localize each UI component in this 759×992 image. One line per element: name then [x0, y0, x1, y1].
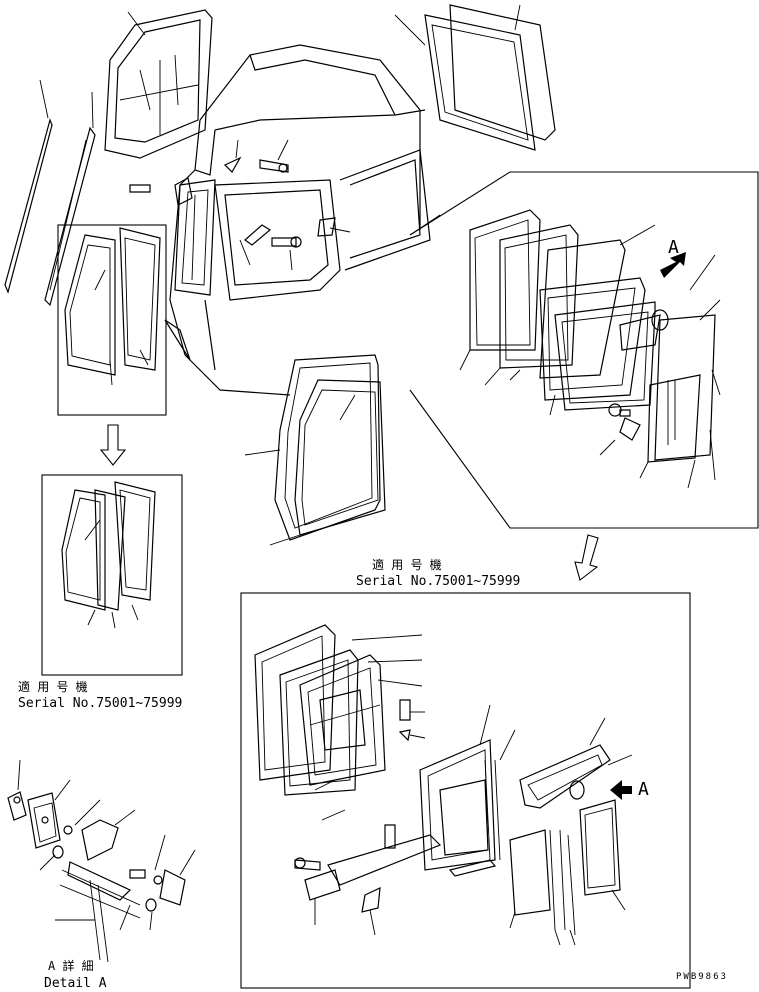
- applicable-serial-jp-left: 適 用 号 機: [18, 679, 88, 694]
- serial-range-right: Serial No.75001~75999: [356, 574, 520, 589]
- arrow-down-left: [99, 424, 127, 466]
- detail-marker-a-bottom: A: [638, 779, 649, 800]
- left-door-window-detail: [57, 224, 167, 416]
- detail-marker-a-top: A: [668, 237, 679, 258]
- left-window-variant-box: [41, 474, 183, 676]
- cab-hardware: [129, 139, 351, 271]
- front-door-assembly: [244, 354, 386, 546]
- serial-range-left: Serial No.75001~75999: [18, 696, 182, 711]
- detail-a-jp-label: A 詳 細: [48, 958, 94, 973]
- roof-window-assembly: [104, 9, 213, 159]
- detail-a-en-label: Detail A: [44, 976, 107, 991]
- rear-window-assembly: [394, 4, 556, 151]
- drawing-code: PWB9863: [676, 972, 728, 982]
- left-side-glass-panels: [4, 79, 96, 307]
- detail-a-parts: [7, 759, 196, 963]
- right-window-variant-box: [240, 592, 691, 989]
- arrow-down-right: [574, 534, 599, 581]
- cab-frame: [164, 44, 431, 396]
- applicable-serial-jp-right: 適 用 号 機: [372, 557, 442, 572]
- right-window-exploded-box: [409, 171, 759, 529]
